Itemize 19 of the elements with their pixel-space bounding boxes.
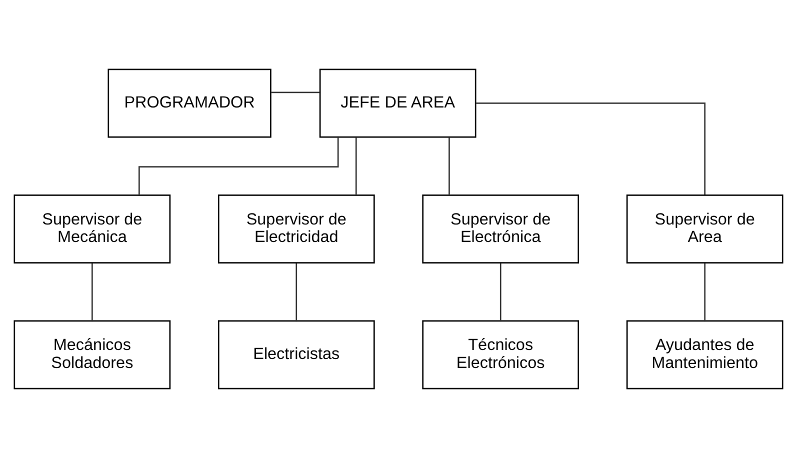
node-box: Supervisor de Electricidad (218, 194, 375, 263)
connector (138, 136, 339, 194)
node-box: Supervisor de Area (626, 194, 784, 263)
connector (500, 262, 502, 320)
node-box: Supervisor de Mecánica (14, 194, 171, 263)
connector (355, 137, 357, 195)
connector (296, 262, 298, 320)
node-box: Supervisor de Electrónica (422, 194, 580, 263)
node-box: Mecánicos Soldadores (14, 320, 171, 389)
connector (704, 262, 706, 320)
node-box: Electricistas (218, 320, 375, 389)
node-box: PROGRAMADOR (108, 68, 272, 138)
node-box: JEFE DE AREA (319, 68, 476, 138)
connector (92, 262, 93, 320)
connector (270, 91, 320, 93)
connector (448, 137, 450, 195)
node-box: Ayudantes de Mantenimiento (626, 320, 784, 389)
connector (476, 102, 706, 194)
node-box: Técnicos Electrónicos (422, 320, 580, 389)
